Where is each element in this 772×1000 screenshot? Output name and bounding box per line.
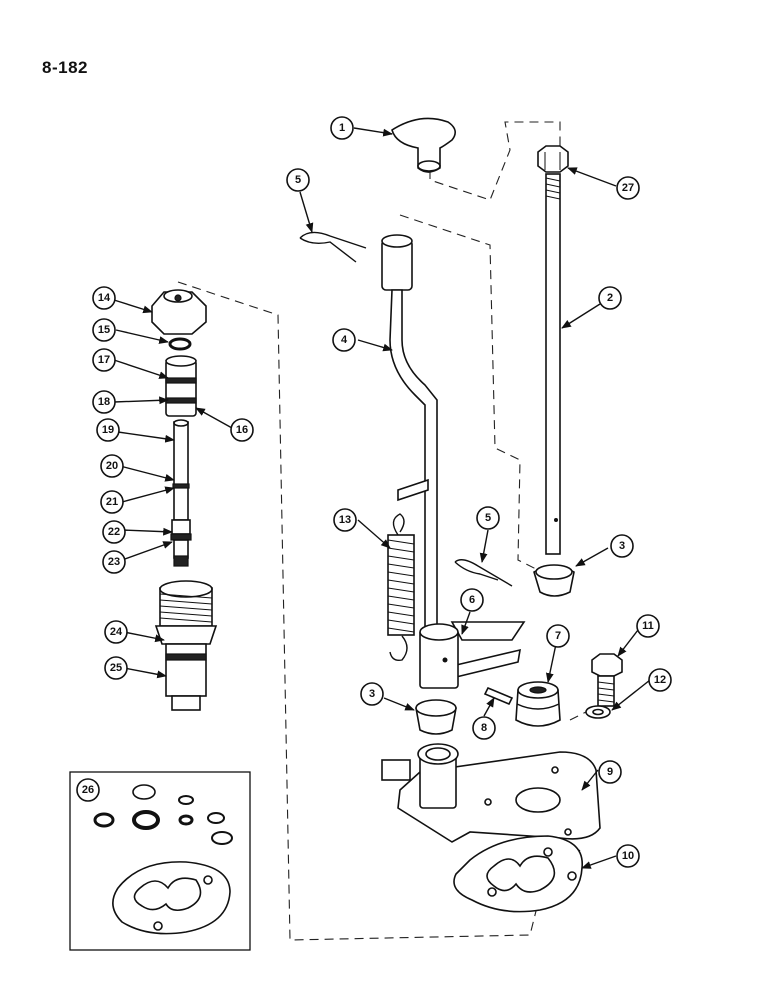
svg-text:24: 24 [110, 626, 123, 638]
svg-text:17: 17 [98, 354, 110, 366]
svg-text:5: 5 [485, 512, 491, 524]
part-valve-body-24-25 [154, 580, 218, 711]
callout-8: 8 [472, 716, 496, 740]
callout-13: 13 [333, 508, 357, 532]
callout-12: 12 [648, 668, 672, 692]
svg-text:7: 7 [555, 630, 561, 642]
callout-3-lower: 3 [360, 682, 384, 706]
svg-text:22: 22 [108, 526, 120, 538]
part-collar-7 [515, 681, 561, 727]
leader-lines [113, 127, 651, 869]
svg-text:25: 25 [110, 662, 122, 674]
callout-26: 26 [76, 778, 100, 802]
svg-text:18: 18 [98, 396, 110, 408]
callout-27: 27 [616, 176, 640, 200]
svg-text:12: 12 [654, 674, 666, 686]
callout-18: 18 [92, 390, 116, 414]
callout-25: 25 [104, 656, 128, 680]
part-hairpin-5-upper [299, 231, 367, 263]
callout-22: 22 [102, 520, 126, 544]
part-spool-19-23 [170, 419, 192, 567]
svg-text:9: 9 [607, 766, 613, 778]
part-oring-15 [168, 337, 192, 351]
svg-text:1: 1 [339, 122, 345, 134]
svg-text:13: 13 [339, 514, 351, 526]
svg-text:3: 3 [369, 688, 375, 700]
callout-2: 2 [598, 286, 622, 310]
callout-17: 17 [92, 348, 116, 372]
svg-text:14: 14 [98, 292, 111, 304]
svg-text:2: 2 [607, 292, 613, 304]
part-bolt-11 [591, 653, 623, 707]
part-hub-6 [419, 621, 526, 689]
svg-text:15: 15 [98, 324, 110, 336]
svg-text:11: 11 [642, 620, 654, 632]
part-sleeve-16-17-18 [165, 355, 197, 417]
svg-text:5: 5 [295, 174, 301, 186]
svg-text:4: 4 [341, 334, 348, 346]
part-kit-26 [69, 771, 251, 951]
callout-4: 4 [332, 328, 356, 352]
callout-5-lower: 5 [476, 506, 500, 530]
callout-21: 21 [100, 490, 124, 514]
callout-23: 23 [102, 550, 126, 574]
part-pin-8 [483, 686, 514, 706]
svg-text:3: 3 [619, 540, 625, 552]
svg-text:26: 26 [82, 784, 94, 796]
callout-7: 7 [546, 624, 570, 648]
part-bushing-3-lower [415, 699, 457, 735]
page-number: 8-182 [42, 58, 88, 77]
part-bushing-3-upper [533, 564, 575, 597]
callout-24: 24 [104, 620, 128, 644]
callout-6: 6 [460, 588, 484, 612]
callout-11: 11 [636, 614, 660, 638]
svg-text:10: 10 [622, 850, 634, 862]
part-spring-13 [387, 513, 415, 662]
svg-text:19: 19 [102, 424, 114, 436]
callout-15: 15 [92, 318, 116, 342]
part-plate-9 [381, 743, 601, 843]
callout-16: 16 [230, 418, 254, 442]
svg-text:23: 23 [108, 556, 120, 568]
callout-3-upper: 3 [610, 534, 634, 558]
callout-20: 20 [100, 454, 124, 478]
part-washer-12 [585, 705, 611, 719]
svg-text:8: 8 [481, 722, 487, 734]
svg-text:21: 21 [106, 496, 118, 508]
svg-text:6: 6 [469, 594, 475, 606]
svg-text:16: 16 [236, 424, 248, 436]
part-gasket-10 [453, 835, 583, 913]
part-rod-2 [545, 173, 561, 555]
callout-1: 1 [330, 116, 354, 140]
callout-19: 19 [96, 418, 120, 442]
svg-text:20: 20 [106, 460, 118, 472]
part-cap-14 [151, 289, 207, 335]
part-nut-27 [537, 145, 569, 173]
callout-9: 9 [598, 760, 622, 784]
svg-text:27: 27 [622, 182, 634, 194]
callout-14: 14 [92, 286, 116, 310]
part-knob [391, 117, 456, 173]
callout-10: 10 [616, 844, 640, 868]
part-hairpin-5-lower [454, 559, 513, 587]
callout-5-upper: 5 [286, 168, 310, 192]
